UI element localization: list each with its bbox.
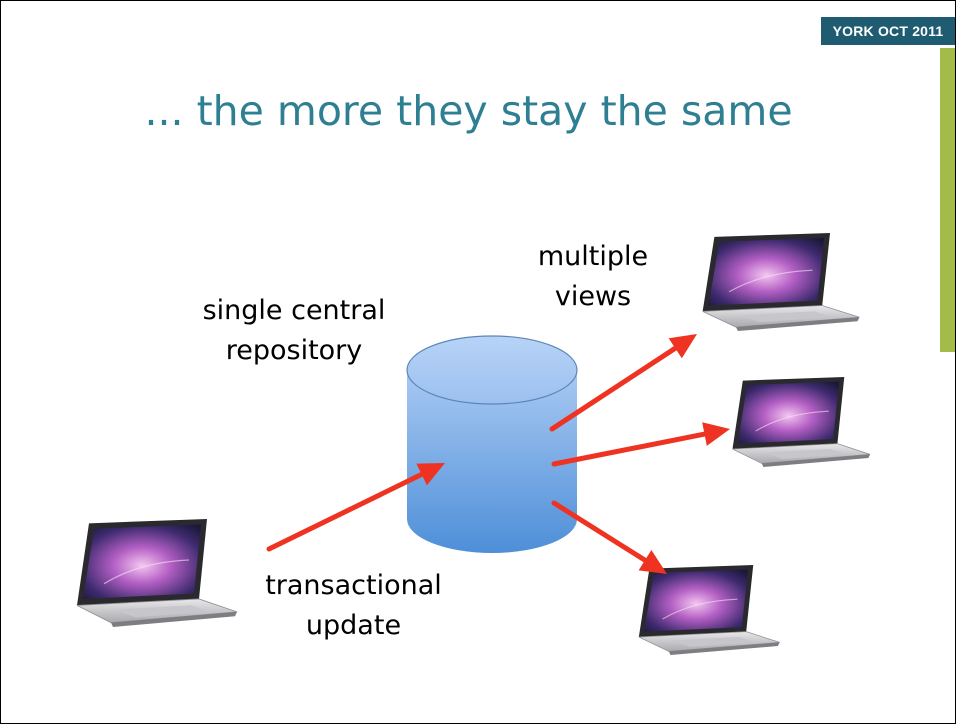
view-arrow-bottom [551,500,667,574]
update-label: transactional update [231,566,476,646]
repository-label-line2: repository [225,335,363,366]
repository-label: single central repository [156,291,432,371]
repository-label-line1: single central [202,295,386,326]
views-label-line2: views [554,281,632,312]
arrows [266,334,730,574]
header-tag: YORK OCT 2011 [821,17,955,45]
view-arrow-top [549,334,697,432]
views-label: multiple views [513,237,673,317]
update-arrow [266,463,445,552]
laptop-icon [702,232,861,332]
laptop-icon [76,518,238,628]
slide-title: ... the more they stay the same [144,87,793,135]
update-label-line1: transactional [265,570,442,601]
laptop-icon [638,564,781,656]
database-cylinder-icon [406,335,578,553]
view-arrow-middle [551,422,730,467]
accent-bar [940,48,955,352]
laptop-icon [731,376,871,468]
views-label-line1: multiple [537,241,649,272]
update-label-line2: update [305,610,402,641]
